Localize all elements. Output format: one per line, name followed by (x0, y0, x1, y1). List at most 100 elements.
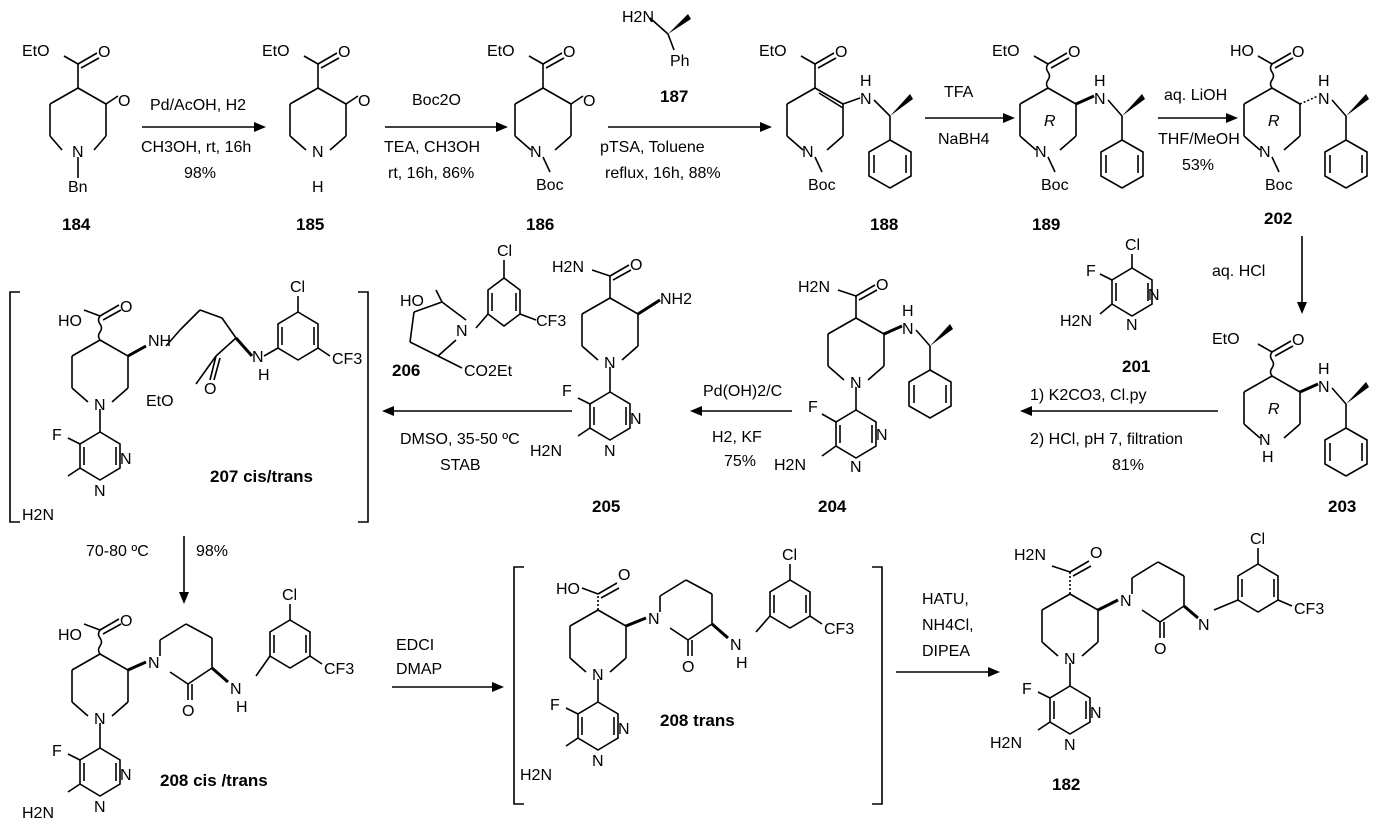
atom-label: N (94, 483, 106, 500)
atom-label: H (258, 367, 270, 384)
compound-206: Cl HO N CF3 CO2Et 206 (392, 243, 566, 380)
condition-label: H2, KF (712, 429, 762, 446)
compound-187: H2N Ph 187 (622, 9, 691, 106)
reaction-arrow-r10: 70-80 ºC 98% (86, 536, 228, 604)
atom-label: O (835, 44, 847, 61)
atom-label: H (236, 699, 248, 716)
compound-189: EtO O R N H N Boc 189 (992, 43, 1145, 234)
reaction-arrow-r3: pTSA, Toluene reflux, 16h, 88% (600, 122, 772, 182)
atom-label: N (312, 144, 324, 161)
atom-label: O (1292, 332, 1304, 349)
compound-label: 201 (1122, 357, 1150, 376)
atom-label: N (1318, 379, 1330, 396)
atom-label: F (808, 399, 818, 416)
compound-185: EtO O O N H 185 (262, 43, 370, 234)
atom-label: Cl (497, 243, 512, 260)
condition-label: 70-80 ºC (86, 543, 149, 560)
atom-label: F (562, 383, 572, 400)
atom-label: F (52, 427, 62, 444)
atom-label: Cl (1125, 237, 1140, 254)
atom-label: H (736, 655, 748, 672)
compound-label: 205 (592, 497, 620, 516)
atom-label: N (604, 355, 616, 372)
compound-207: HO O Cl NH N H CF3 EtO O N F N N H2N 207… (9, 279, 369, 524)
condition-label: THF/MeOH (1158, 131, 1240, 148)
atom-label: O (1068, 44, 1080, 61)
atom-label: N (802, 144, 814, 161)
condition-label: reflux, 16h, 88% (605, 165, 721, 182)
atom-label: Cl (1250, 531, 1265, 548)
atom-label: H2N (22, 507, 54, 524)
reaction-arrow-r7: 1) K2CO3, Cl.py 2) HCl, pH 7, filtration… (1020, 387, 1218, 474)
atom-label: N (1148, 287, 1160, 304)
compound-label: 206 (392, 361, 420, 380)
atom-label: N (730, 637, 742, 654)
compound-label: 207 cis/trans (210, 467, 313, 486)
atom-label: O (1154, 641, 1166, 658)
atom-label: N (94, 397, 106, 414)
atom-label: O (583, 93, 595, 110)
atom-label: N (456, 323, 468, 340)
atom-label: Boc (1041, 177, 1069, 194)
atom-label: N (1198, 617, 1210, 634)
compound-label: 186 (526, 215, 554, 234)
atom-label: CF3 (536, 313, 566, 330)
atom-label: O (358, 93, 370, 110)
atom-label: N (1318, 91, 1330, 108)
atom-label: HO (58, 627, 82, 644)
reagent-label: 1) K2CO3, Cl.py (1030, 387, 1146, 404)
atom-label: H (1318, 73, 1330, 90)
atom-label: EtO (146, 393, 174, 410)
atom-label: N (1259, 144, 1271, 161)
atom-label: HO (1230, 43, 1254, 60)
atom-label: Ph (670, 53, 690, 70)
reagent-label: Boc2O (412, 92, 461, 109)
atom-label: O (120, 613, 132, 630)
atom-label: NH (148, 333, 171, 350)
atom-label: HO (400, 293, 424, 310)
atom-label: O (98, 44, 110, 61)
atom-label: O (682, 659, 694, 676)
atom-label: CF3 (824, 621, 854, 638)
reaction-arrow-r8: Pd(OH)2/C H2, KF 75% (690, 383, 792, 470)
atom-label: N (648, 611, 660, 628)
atom-label: Cl (282, 587, 297, 604)
yield-label: 75% (724, 453, 756, 470)
atom-label: H2N (520, 767, 552, 784)
atom-label: HO (58, 313, 82, 330)
atom-label: N (94, 711, 106, 728)
compound-label: 203 (1328, 497, 1356, 516)
atom-label: EtO (1212, 331, 1240, 348)
atom-label: N (94, 799, 106, 816)
atom-label: Cl (290, 279, 305, 296)
compound-label: 208 cis /trans (160, 771, 268, 790)
compound-label: 189 (1032, 215, 1060, 234)
atom-label: H2N (990, 735, 1022, 752)
compound-208-cis-trans: HO O Cl N O N H CF3 N F N N H2N 208 cis … (22, 587, 354, 822)
atom-label: O (1292, 44, 1304, 61)
compound-201: Cl F N N H2N 201 (1060, 237, 1160, 376)
atom-label: HO (556, 581, 580, 598)
stereo-label: R (1044, 113, 1056, 130)
reaction-arrow-r6: aq. HCl (1212, 236, 1307, 314)
atom-label: EtO (992, 43, 1020, 60)
atom-label: H (902, 303, 914, 320)
stereo-label: R (1268, 401, 1280, 418)
atom-label: F (1022, 681, 1032, 698)
reaction-arrow-r12: HATU, NH4Cl, DIPEA (896, 591, 1000, 677)
atom-label: N (860, 91, 872, 108)
atom-label: Boc (808, 177, 836, 194)
reagent-label: NaBH4 (938, 131, 990, 148)
atom-label: H (860, 73, 872, 90)
atom-label: H2N (622, 9, 654, 26)
atom-label: N (120, 767, 132, 784)
condition-label: DMSO, 35-50 ºC (400, 431, 520, 448)
atom-label: H2N (774, 457, 806, 474)
reagent-label: HATU, (922, 591, 969, 608)
reaction-arrow-r11: EDCI DMAP (392, 637, 504, 692)
atom-label: O (563, 44, 575, 61)
compound-label: 185 (296, 215, 324, 234)
atom-label: H (1318, 361, 1330, 378)
atom-label: Bn (68, 179, 88, 196)
compound-182: H2N O Cl N O N CF3 N F N N H2N 182 (990, 531, 1324, 794)
